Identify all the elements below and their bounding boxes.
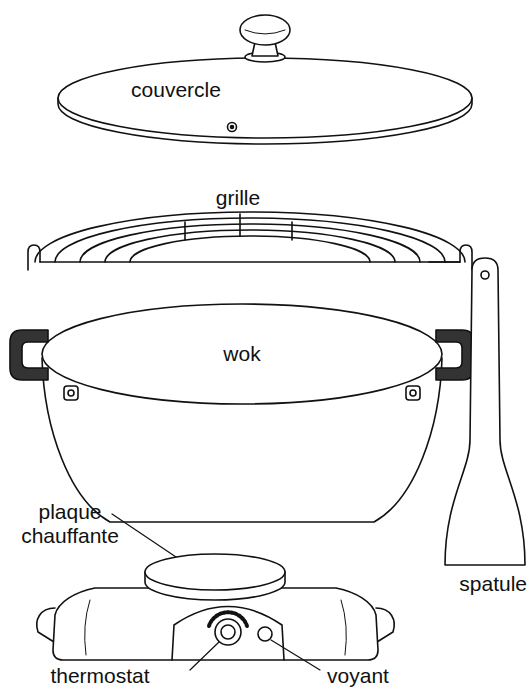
rack xyxy=(28,212,472,270)
heating-base xyxy=(37,554,394,660)
wok-pan xyxy=(10,304,474,522)
lid-label: couvercle xyxy=(131,78,221,102)
lid xyxy=(58,15,472,144)
plate-label: plaque chauffante xyxy=(14,500,126,548)
thermostat-label: thermostat xyxy=(50,664,149,688)
spatula xyxy=(445,258,525,565)
spatula-label: spatule xyxy=(459,572,527,596)
wok-label: wok xyxy=(223,342,260,366)
indicator-label: voyant xyxy=(327,664,389,688)
rack-label: grille xyxy=(216,186,260,210)
leader-lines xyxy=(112,514,320,670)
